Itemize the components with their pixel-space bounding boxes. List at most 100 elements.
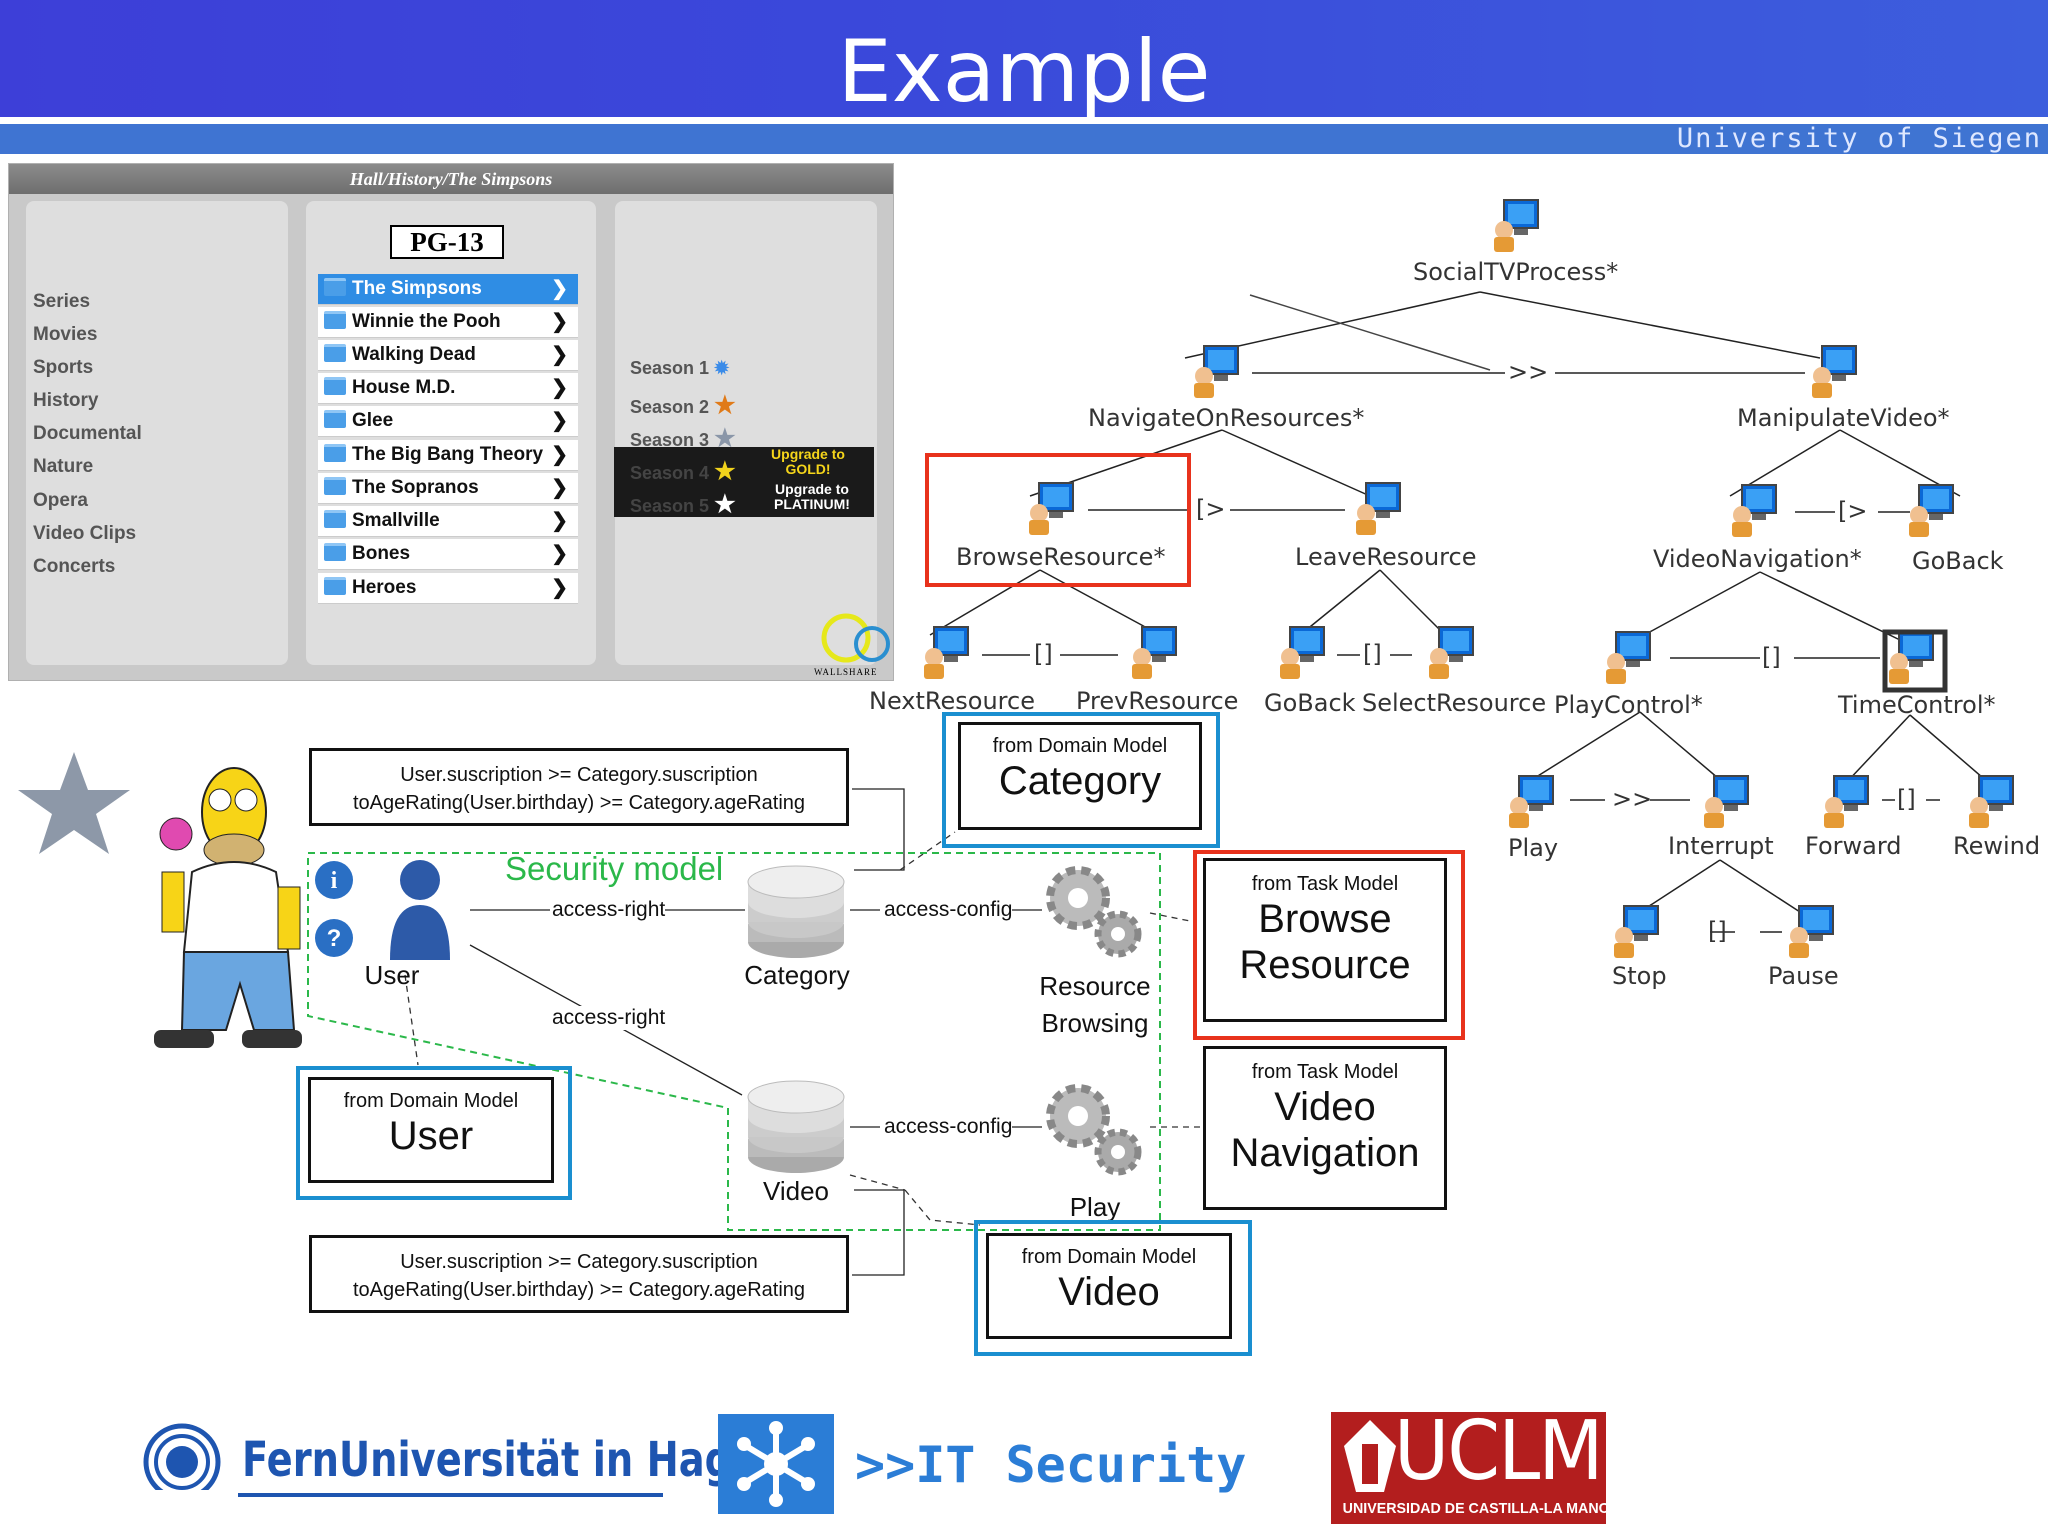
show-item[interactable]: Smallville❯ <box>318 506 578 537</box>
uclm-shield-icon <box>1344 1420 1396 1492</box>
task-node: VideoNavigation* <box>1653 545 1862 573</box>
security-model-title: Security model <box>505 850 724 887</box>
disabling-operator: [> <box>1196 495 1226 523</box>
season-item[interactable]: Season 1 ✹ <box>630 358 730 378</box>
upgrade-overlay <box>614 447 874 517</box>
show-item[interactable]: Glee❯ <box>318 406 578 437</box>
enabling-operator: >> <box>1508 358 1549 386</box>
task-node: SocialTVProcess* <box>1413 258 1619 286</box>
folder-icon <box>324 477 346 495</box>
chevron-right-icon: ❯ <box>551 410 568 432</box>
info-icon[interactable]: i <box>314 860 354 900</box>
show-item[interactable]: Walking Dead❯ <box>318 340 578 371</box>
show-item[interactable]: Bones❯ <box>318 539 578 570</box>
chevron-right-icon: ❯ <box>551 477 568 499</box>
task-node: PlayControl* <box>1554 691 1703 719</box>
video-database-icon <box>747 1080 845 1173</box>
show-item[interactable]: The Big Bang Theory❯ <box>318 440 578 471</box>
chevron-right-icon: ❯ <box>551 444 568 466</box>
folder-icon <box>324 510 346 528</box>
season-item[interactable]: Season 3 ★ <box>630 425 736 452</box>
slide-title: Example <box>837 22 1211 122</box>
help-icon[interactable]: ? <box>314 918 354 958</box>
svg-text:?: ? <box>327 925 342 952</box>
task-node: NextResource <box>869 687 1035 715</box>
folder-icon <box>324 577 346 595</box>
video-label: Video <box>762 1176 830 1206</box>
chevron-right-icon: ❯ <box>551 577 568 599</box>
category-item[interactable]: Movies <box>33 324 98 345</box>
show-item[interactable]: Winnie the Pooh❯ <box>318 307 578 338</box>
task-node: Rewind <box>1953 832 2041 860</box>
chevron-right-icon: ❯ <box>551 510 568 532</box>
folder-icon <box>324 444 346 462</box>
choice-operator: [] <box>1708 917 1727 945</box>
show-item[interactable]: The Sopranos❯ <box>318 473 578 504</box>
task-node: Play <box>1508 834 1559 862</box>
choice-operator: [] <box>1363 640 1382 668</box>
folder-icon <box>324 410 346 428</box>
category-item[interactable]: Opera <box>33 490 88 511</box>
chevron-right-icon: ❯ <box>551 344 568 366</box>
chevron-right-icon: ❯ <box>551 311 568 333</box>
domain-model-video-box: from Domain Model Video <box>986 1233 1232 1339</box>
category-item[interactable]: Documental <box>33 423 142 444</box>
season-item[interactable]: Season 2 ★ <box>630 392 736 419</box>
show-item[interactable]: House M.D.❯ <box>318 373 578 404</box>
category-item[interactable]: Nature <box>33 456 94 477</box>
task-model-video-navigation-box: from Task Model Video Navigation <box>1203 1046 1447 1210</box>
task-node: TimeControl* <box>1838 691 1996 719</box>
header-band <box>0 124 2048 154</box>
category-item[interactable]: History <box>33 390 99 411</box>
task-node: GoBack <box>1912 547 2004 575</box>
choice-operator: [] <box>1034 640 1053 668</box>
task-node: PrevResource <box>1076 687 1239 715</box>
fernuni-logo-text: FernUniversität in Hagen <box>242 1432 786 1488</box>
constraint-box: User.suscription >= Category.suscription… <box>309 748 849 826</box>
season-item[interactable]: Season 5 ★ <box>630 491 736 518</box>
domain-model-user-box: from Domain Model User <box>308 1077 554 1183</box>
task-node: Stop <box>1612 962 1667 990</box>
task-node: NavigateOnResources* <box>1088 404 1365 432</box>
user-label: User <box>364 960 420 990</box>
category-item[interactable]: Series <box>33 291 91 312</box>
uclm-subtitle: UNIVERSIDAD DE CASTILLA-LA MANCHA <box>1342 1500 1630 1517</box>
university-label: University of Siegen <box>1676 123 2042 154</box>
homer-simpson-illustration <box>154 767 302 1048</box>
season-item[interactable]: Season 4 ★ <box>630 458 736 485</box>
task-node: Forward <box>1805 832 1902 860</box>
white-star-icon: ★ <box>714 491 736 518</box>
free-badge-icon: ✹ <box>714 358 730 378</box>
wallshare-label: WALLSHARE <box>814 667 878 677</box>
upgrade-gold-label[interactable]: Upgrade to GOLD! <box>771 446 845 477</box>
show-item[interactable]: Heroes❯ <box>318 573 578 604</box>
bronze-star-icon: ★ <box>714 392 736 419</box>
folder-icon <box>324 344 346 362</box>
access-right-edge-label: access-right <box>552 898 666 922</box>
task-node: BrowseResource* <box>956 543 1166 571</box>
rating-badge: PG-13 <box>390 225 504 259</box>
category-item[interactable]: Sports <box>33 357 94 378</box>
folder-icon <box>324 543 346 561</box>
user-model-highlight <box>296 1066 572 1200</box>
show-item[interactable]: The Simpsons❯ <box>318 274 578 305</box>
task-node: Pause <box>1768 962 1839 990</box>
upgrade-platinum-label[interactable]: Upgrade to PLATINUM! <box>774 481 850 512</box>
browse-task-highlight <box>1193 850 1465 1040</box>
browse-resource-highlight <box>925 453 1191 587</box>
category-model-highlight <box>942 712 1220 848</box>
access-config-edge-label: access-config <box>884 898 1013 922</box>
constraint-box: User.suscription >= Category.suscription… <box>309 1235 849 1313</box>
folder-icon <box>324 377 346 395</box>
fernuni-underline <box>238 1493 663 1497</box>
disabling-operator: [> <box>1838 497 1868 525</box>
task-node: ManipulateVideo* <box>1737 404 1950 432</box>
gold-star-icon: ★ <box>714 458 736 485</box>
enabling-operator: >> <box>1612 785 1653 813</box>
category-item[interactable]: Concerts <box>33 556 116 577</box>
category-item[interactable]: Video Clips <box>33 523 137 544</box>
silver-star-icon: ★ <box>714 425 736 452</box>
folder-icon <box>324 278 346 296</box>
user-icon <box>390 860 450 960</box>
